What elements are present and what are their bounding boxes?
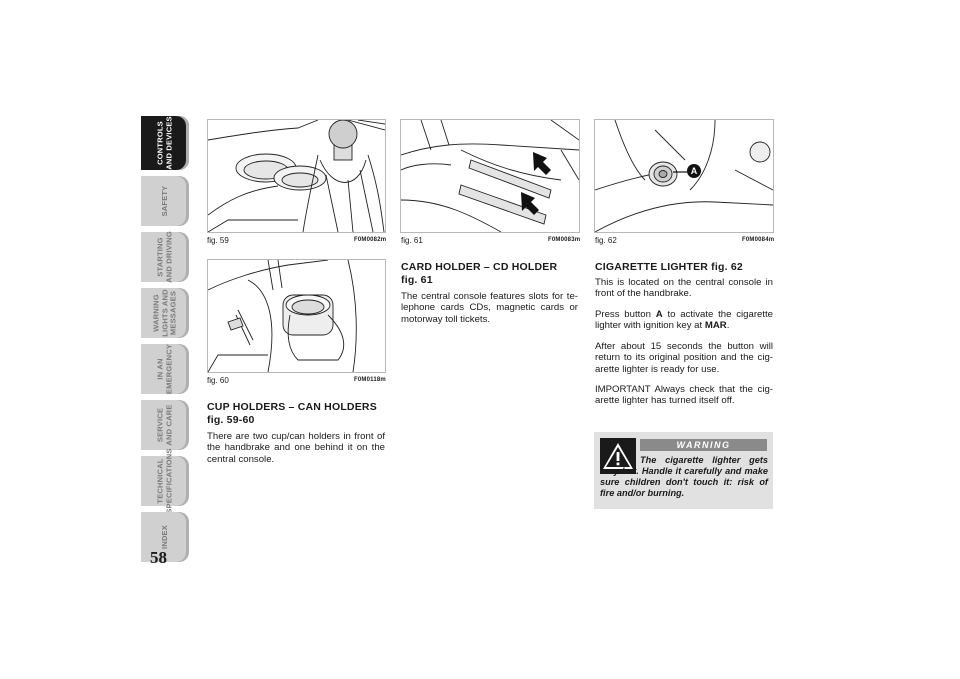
cigarette-lighter-p2: Press button A to activate the cigarette…	[595, 309, 773, 332]
figure-61-code: F0M0083m	[548, 237, 581, 243]
cup-holder-drawing	[208, 120, 385, 232]
card-holder-heading-line2: fig. 61	[401, 274, 433, 286]
tab-technical-specifications[interactable]: TECHNICAL SPECIFICATIONS	[141, 448, 189, 514]
button-a-ref: A	[655, 309, 663, 320]
tab-label: TECHNICAL SPECIFICATIONS	[155, 448, 174, 514]
p2-middle: to activate the cigarette lighter with i…	[595, 309, 774, 332]
cup-holders-heading-line1: CUP HOLDERS – CAN HOLDERS	[207, 401, 377, 413]
page-number: 58	[150, 548, 167, 567]
card-holder-heading-line1: CARD HOLDER – CD HOLDER	[401, 261, 558, 273]
figure-62-image: A	[594, 119, 774, 233]
can-holder-drawing	[208, 260, 357, 372]
tab-controls-and-devices[interactable]: CONTROLS AND DEVICES	[141, 116, 189, 170]
cigarette-lighter-heading: CIGARETTE LIGHTER fig. 62	[595, 261, 743, 273]
figure-59-image	[207, 119, 386, 233]
tab-index[interactable]: INDEX	[141, 512, 189, 562]
tab-safety[interactable]: SAFETY	[141, 176, 189, 226]
figure-62-label: fig. 62	[595, 236, 617, 245]
figure-59-code: F0M0082m	[354, 237, 387, 243]
figure-60-label: fig. 60	[207, 376, 229, 385]
cup-holders-heading-line2: fig. 59-60	[207, 414, 255, 426]
cigarette-lighter-p4: IMPORTANT Always check that the cig-aret…	[595, 384, 773, 407]
warning-title: WARNING	[640, 439, 767, 451]
p2-before: Press button	[595, 309, 656, 320]
tab-label: SERVICE AND CARE	[155, 404, 174, 446]
tab-label: SAFETY	[159, 185, 169, 217]
figure-60-code: F0M0118m	[354, 377, 386, 383]
tab-service-and-care[interactable]: SERVICE AND CARE	[141, 400, 189, 450]
tab-label: WARNING LIGHTS AND MESSAGES	[151, 289, 178, 337]
warning-triangle-icon	[600, 438, 636, 474]
p2-after: .	[726, 320, 730, 332]
figure-61-image	[400, 119, 580, 233]
chapter-tabs: CONTROLS AND DEVICES SAFETY STARTING AND…	[141, 116, 189, 568]
warning-box: WARNING The cigarette lighter gets very …	[594, 432, 773, 509]
cup-holders-heading: CUP HOLDERS – CAN HOLDERS fig. 59-60	[207, 401, 387, 427]
card-holder-heading: CARD HOLDER – CD HOLDER fig. 61	[401, 261, 581, 287]
figure-62-code: F0M0084m	[742, 237, 775, 243]
tab-in-an-emergency[interactable]: IN AN EMERGENCY	[141, 344, 189, 394]
warning-text: The cigarette lighter gets very hot. Han…	[600, 455, 768, 499]
figure-59-label: fig. 59	[207, 236, 229, 245]
cigarette-lighter-p3: After about 15 seconds the button will r…	[595, 341, 773, 375]
tab-label: IN AN EMERGENCY	[155, 343, 174, 395]
tab-label: INDEX	[159, 525, 169, 549]
tab-warning-lights-and-messages[interactable]: WARNING LIGHTS AND MESSAGES	[141, 288, 189, 338]
callout-a-badge: A	[687, 164, 701, 178]
card-holder-drawing	[401, 120, 579, 232]
figure-60-image	[207, 259, 386, 373]
card-holder-body: The central console features slots for t…	[401, 291, 578, 325]
cup-holders-body: There are two cup/can holders in front o…	[207, 431, 385, 465]
warning-body: The cigarette lighter gets very hot. Han…	[600, 455, 768, 498]
tab-label: CONTROLS AND DEVICES	[155, 116, 174, 170]
cigarette-lighter-drawing	[595, 120, 773, 232]
mar-key-ref: MAR	[704, 320, 727, 332]
figure-61-label: fig. 61	[401, 236, 423, 245]
cigarette-lighter-p1: This is located on the central console i…	[595, 277, 773, 300]
tab-starting-and-driving[interactable]: STARTING AND DRIVING	[141, 231, 189, 283]
tab-label: STARTING AND DRIVING	[155, 231, 174, 283]
